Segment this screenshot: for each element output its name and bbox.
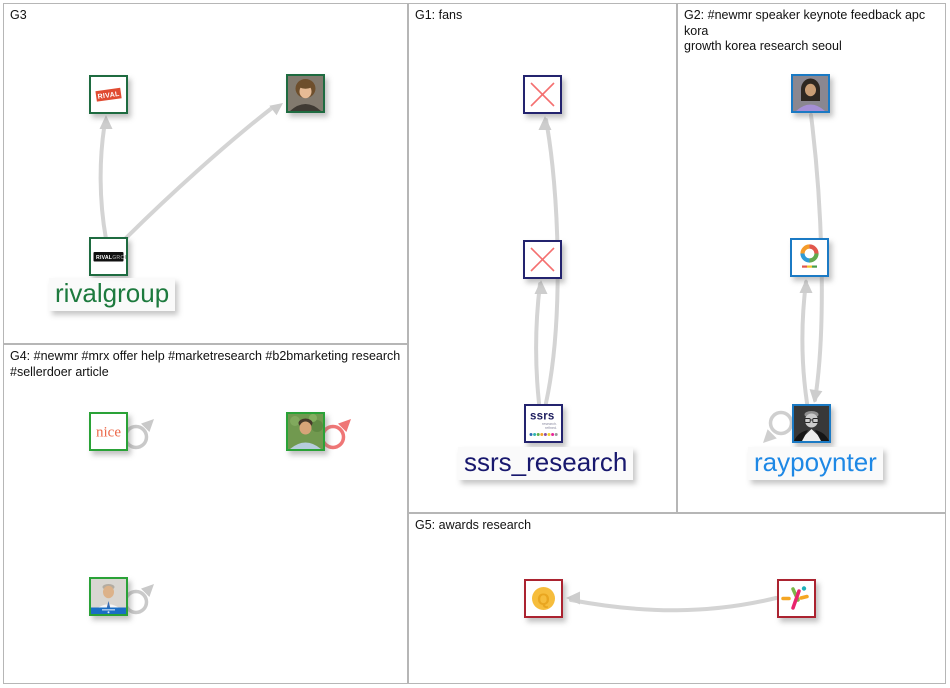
vertex-label-ssrs-research[interactable]: ssrs_research <box>458 447 634 481</box>
self-loop-man1[interactable] <box>320 424 346 450</box>
arrowhead-rival <box>99 115 113 129</box>
arrowhead-loop-nice <box>141 419 154 432</box>
node-man2[interactable] <box>89 577 128 616</box>
broken-image-icon <box>530 82 555 107</box>
broken-image-icon <box>530 247 555 272</box>
nice-logo-icon: nice <box>96 425 121 441</box>
node-man1[interactable] <box>286 412 325 451</box>
arrowhead-loop-raypoynter <box>763 429 777 443</box>
arrowhead-broken2 <box>534 280 548 294</box>
self-loop-raypoynter[interactable] <box>768 410 794 436</box>
group-title-g2: G2: #newmr speaker keynote feedback apc … <box>684 8 926 54</box>
edge-raypoynter-ring[interactable] <box>800 280 809 405</box>
vertex-label-rivalgroup[interactable]: rivalgroup <box>49 278 176 312</box>
node-woman1[interactable] <box>286 74 325 113</box>
self-loop-nice[interactable] <box>123 424 149 450</box>
asterisk-logo-icon <box>781 586 809 610</box>
man-portrait-bw-icon <box>794 406 829 441</box>
svg-text:research.: research. <box>542 422 557 426</box>
vertex-label-raypoynter[interactable]: raypoynter <box>748 447 883 481</box>
node-asterisk[interactable] <box>777 579 816 618</box>
node-woman2[interactable] <box>791 74 830 113</box>
node-q-badge[interactable]: Q <box>524 579 563 618</box>
svg-text:RIVAL: RIVAL <box>97 91 120 101</box>
svg-text:RIVALGROUP: RIVALGROUP <box>96 255 126 261</box>
edge-asterisk-qbadge[interactable] <box>569 596 778 613</box>
node-rivalgroup[interactable]: RIVALGROUP <box>89 237 128 276</box>
group-title-g1: G1: fans <box>415 8 463 22</box>
node-broken-image-1[interactable] <box>523 75 562 114</box>
rival-logo-icon: RIVAL <box>95 87 122 102</box>
node-nice[interactable]: nice <box>89 412 128 451</box>
arrowhead-ring <box>799 279 813 293</box>
woman-portrait-2-icon <box>793 76 828 111</box>
group-box-g4: G4: #newmr #mrx offer help #marketresear… <box>3 344 408 684</box>
arrowhead-broken1 <box>538 116 552 130</box>
ssrs-color-dots <box>529 433 558 436</box>
svg-text:nice: nice <box>96 425 121 441</box>
group-title-g5: G5: awards research <box>415 518 532 532</box>
woman-portrait-1-icon <box>288 76 323 111</box>
arrowhead-woman1 <box>269 103 283 116</box>
node-raypoynter[interactable] <box>792 404 831 443</box>
arrowhead-loop-man1 <box>338 419 351 432</box>
node-broken-image-2[interactable] <box>523 240 562 279</box>
edge-ssrs-broken2[interactable] <box>534 282 542 405</box>
edge-rivalgroup-woman1[interactable] <box>119 106 274 245</box>
arrowhead-loop-man2 <box>141 584 154 597</box>
group-title-g3: G3 <box>10 8 27 22</box>
arrowhead-qbadge <box>566 591 580 605</box>
svg-text:refined.: refined. <box>545 426 557 430</box>
group-title-g4: G4: #newmr #mrx offer help #marketresear… <box>10 349 401 379</box>
q-badge-logo-icon: Q <box>532 587 555 610</box>
man-portrait-2-icon <box>91 579 126 614</box>
svg-text:Q: Q <box>537 592 549 609</box>
node-ssrs[interactable]: ssrs research. refined. <box>524 404 563 443</box>
rivalgroup-logo-icon: RIVALGROUP <box>93 252 126 262</box>
rainbow-ring-logo-icon <box>800 244 819 268</box>
man-portrait-1-icon <box>288 414 323 449</box>
node-rainbow-ring[interactable] <box>790 238 829 277</box>
ssrs-logo-icon: ssrs research. refined. <box>529 411 558 436</box>
node-rival[interactable]: RIVAL <box>89 75 128 114</box>
edge-rivalgroup-rival[interactable] <box>98 120 108 241</box>
arrowhead-raypoynter <box>809 389 823 403</box>
self-loop-man2[interactable] <box>123 589 149 615</box>
group-box-g5: G5: awards research <box>408 513 946 684</box>
svg-text:ssrs: ssrs <box>530 411 554 423</box>
